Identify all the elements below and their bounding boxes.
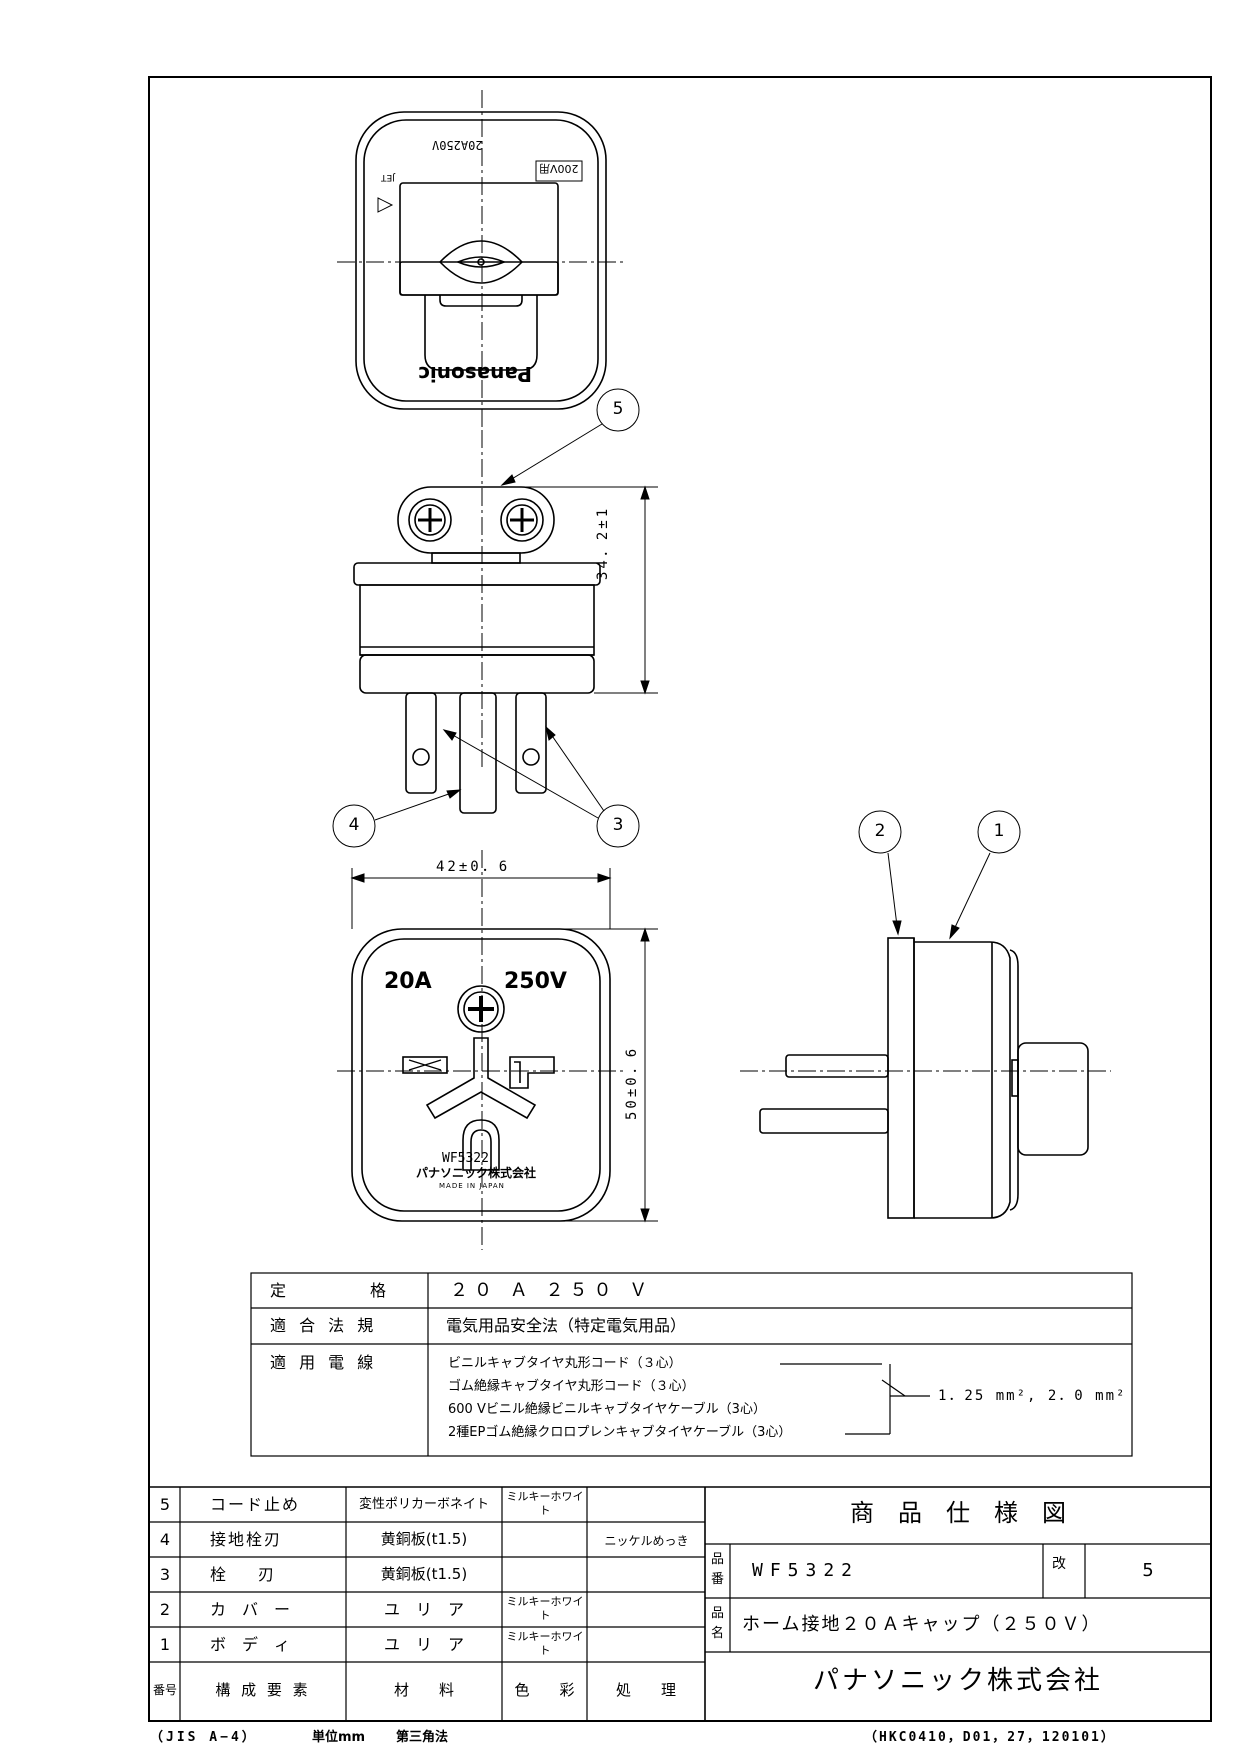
dim-height: 34．2±1 bbox=[595, 505, 611, 580]
projection-note: 第三角法 bbox=[396, 1730, 449, 1745]
callout-4-circle bbox=[332, 804, 376, 848]
callout-2-circle bbox=[858, 810, 902, 854]
plug-side-view bbox=[353, 430, 601, 814]
face-rating-current: 20A bbox=[384, 969, 432, 994]
voltage-badge: 200V用 bbox=[539, 162, 579, 175]
callout-leaders bbox=[332, 388, 1021, 940]
spec-wire-size: 1．25 mm², 2．0 mm² bbox=[938, 1388, 1127, 1404]
doc-code: （HKC0410，D01，27，120101） bbox=[864, 1730, 1116, 1745]
part-color-1: ミルキーホワイト bbox=[506, 1630, 584, 1657]
face-model: WF5322 bbox=[442, 1151, 489, 1166]
header-material: 材 料 bbox=[393, 1681, 454, 1699]
brand-logo: Panasonic bbox=[418, 362, 532, 386]
dimension-lines bbox=[350, 485, 658, 1223]
spec-table-grid bbox=[250, 1272, 1133, 1457]
unit-note: 単位mm bbox=[312, 1730, 366, 1745]
part-component-5: コード止め bbox=[210, 1495, 301, 1514]
part-component-3: 栓 刃 bbox=[210, 1565, 275, 1584]
spec-value-law: 電気用品安全法（特定電気用品） bbox=[446, 1316, 687, 1335]
part-number: WF5322 bbox=[752, 1560, 860, 1581]
part-material-4: 黄銅板(t1.5) bbox=[380, 1530, 468, 1548]
part-component-2: カ バ ー bbox=[210, 1600, 291, 1619]
face-origin: MADE IN JAPAN bbox=[439, 1182, 505, 1190]
drawing-frame bbox=[148, 76, 1212, 1722]
paper-size: （JIS A−4） bbox=[150, 1730, 258, 1745]
face-rating-voltage: 250V bbox=[504, 969, 567, 994]
spec-value-rating: ２０ Ａ ２５０ Ｖ bbox=[450, 1280, 654, 1301]
part-material-2: ユ リ ア bbox=[383, 1600, 464, 1619]
callout-3-circle bbox=[596, 804, 640, 848]
revision-number: 5 bbox=[1142, 1560, 1154, 1581]
plug-front-view bbox=[337, 850, 627, 1250]
spec-wire-3: 600 Vビニル絶縁ビニルキャブタイヤケーブル（3心） bbox=[448, 1402, 766, 1417]
spec-label-rating: 定 格 bbox=[270, 1281, 391, 1300]
callout-4: 4 bbox=[348, 815, 360, 835]
spec-label-law: 適 合 法 規 bbox=[270, 1316, 378, 1335]
part-component-4: 接地栓刃 bbox=[210, 1530, 283, 1549]
callout-1-circle bbox=[977, 810, 1021, 854]
part-no-4: 4 bbox=[159, 1530, 171, 1549]
callout-2: 2 bbox=[874, 821, 886, 841]
callout-5-circle bbox=[596, 388, 640, 432]
spec-wire-2: ゴム絶縁キャブタイヤ丸形コード（３心） bbox=[448, 1379, 695, 1394]
doc-title: 商 品 仕 様 図 bbox=[850, 1499, 1066, 1527]
part-no-label: 品番 bbox=[711, 1552, 725, 1587]
jet-mark: JET bbox=[381, 172, 395, 182]
header-color: 色 彩 bbox=[514, 1681, 575, 1699]
company-name: パナソニック株式会社 bbox=[812, 1666, 1103, 1696]
product-name-label: 品名 bbox=[711, 1606, 725, 1641]
part-color-5: ミルキーホワイト bbox=[506, 1490, 584, 1517]
part-no-3: 3 bbox=[159, 1565, 171, 1584]
part-material-1: ユ リ ア bbox=[383, 1635, 464, 1654]
header-no: 番号 bbox=[152, 1683, 177, 1697]
face-maker: パナソニック株式会社 bbox=[416, 1166, 537, 1180]
plug-top-view bbox=[337, 90, 627, 430]
product-name: ホーム接地２０Ａキャップ（２５０Ｖ） bbox=[742, 1614, 1102, 1635]
parts-table-grid bbox=[149, 1486, 1211, 1721]
part-material-5: 変性ポリカーボネイト bbox=[358, 1497, 489, 1512]
part-no-1: 1 bbox=[159, 1635, 171, 1654]
plug-profile-view bbox=[740, 937, 1111, 1219]
part-treatment-4: ニッケルめっき bbox=[604, 1534, 689, 1548]
part-no-2: 2 bbox=[159, 1600, 171, 1619]
callout-1: 1 bbox=[993, 821, 1005, 841]
dim-depth: 50±0．6 bbox=[624, 1045, 640, 1120]
callout-3: 3 bbox=[612, 815, 624, 835]
header-component: 構 成 要 素 bbox=[215, 1681, 311, 1699]
spec-label-wire: 適 用 電 線 bbox=[270, 1353, 378, 1372]
part-color-2: ミルキーホワイト bbox=[506, 1595, 584, 1622]
part-no-5: 5 bbox=[159, 1495, 171, 1514]
rating-mark: 20A250V bbox=[432, 138, 483, 152]
revision-label: 改 bbox=[1052, 1556, 1066, 1572]
callout-5: 5 bbox=[612, 399, 624, 419]
spec-wire-1: ビニルキャブタイヤ丸形コード（３心） bbox=[448, 1356, 682, 1371]
header-treatment: 処 理 bbox=[615, 1681, 676, 1699]
spec-wire-4: 2種EPゴム絶縁クロロプレンキャブタイヤケーブル（3心） bbox=[448, 1425, 792, 1440]
part-component-1: ボ デ ィ bbox=[210, 1635, 291, 1654]
part-material-3: 黄銅板(t1.5) bbox=[380, 1565, 468, 1583]
dim-width: 42±0．6 bbox=[436, 859, 511, 875]
